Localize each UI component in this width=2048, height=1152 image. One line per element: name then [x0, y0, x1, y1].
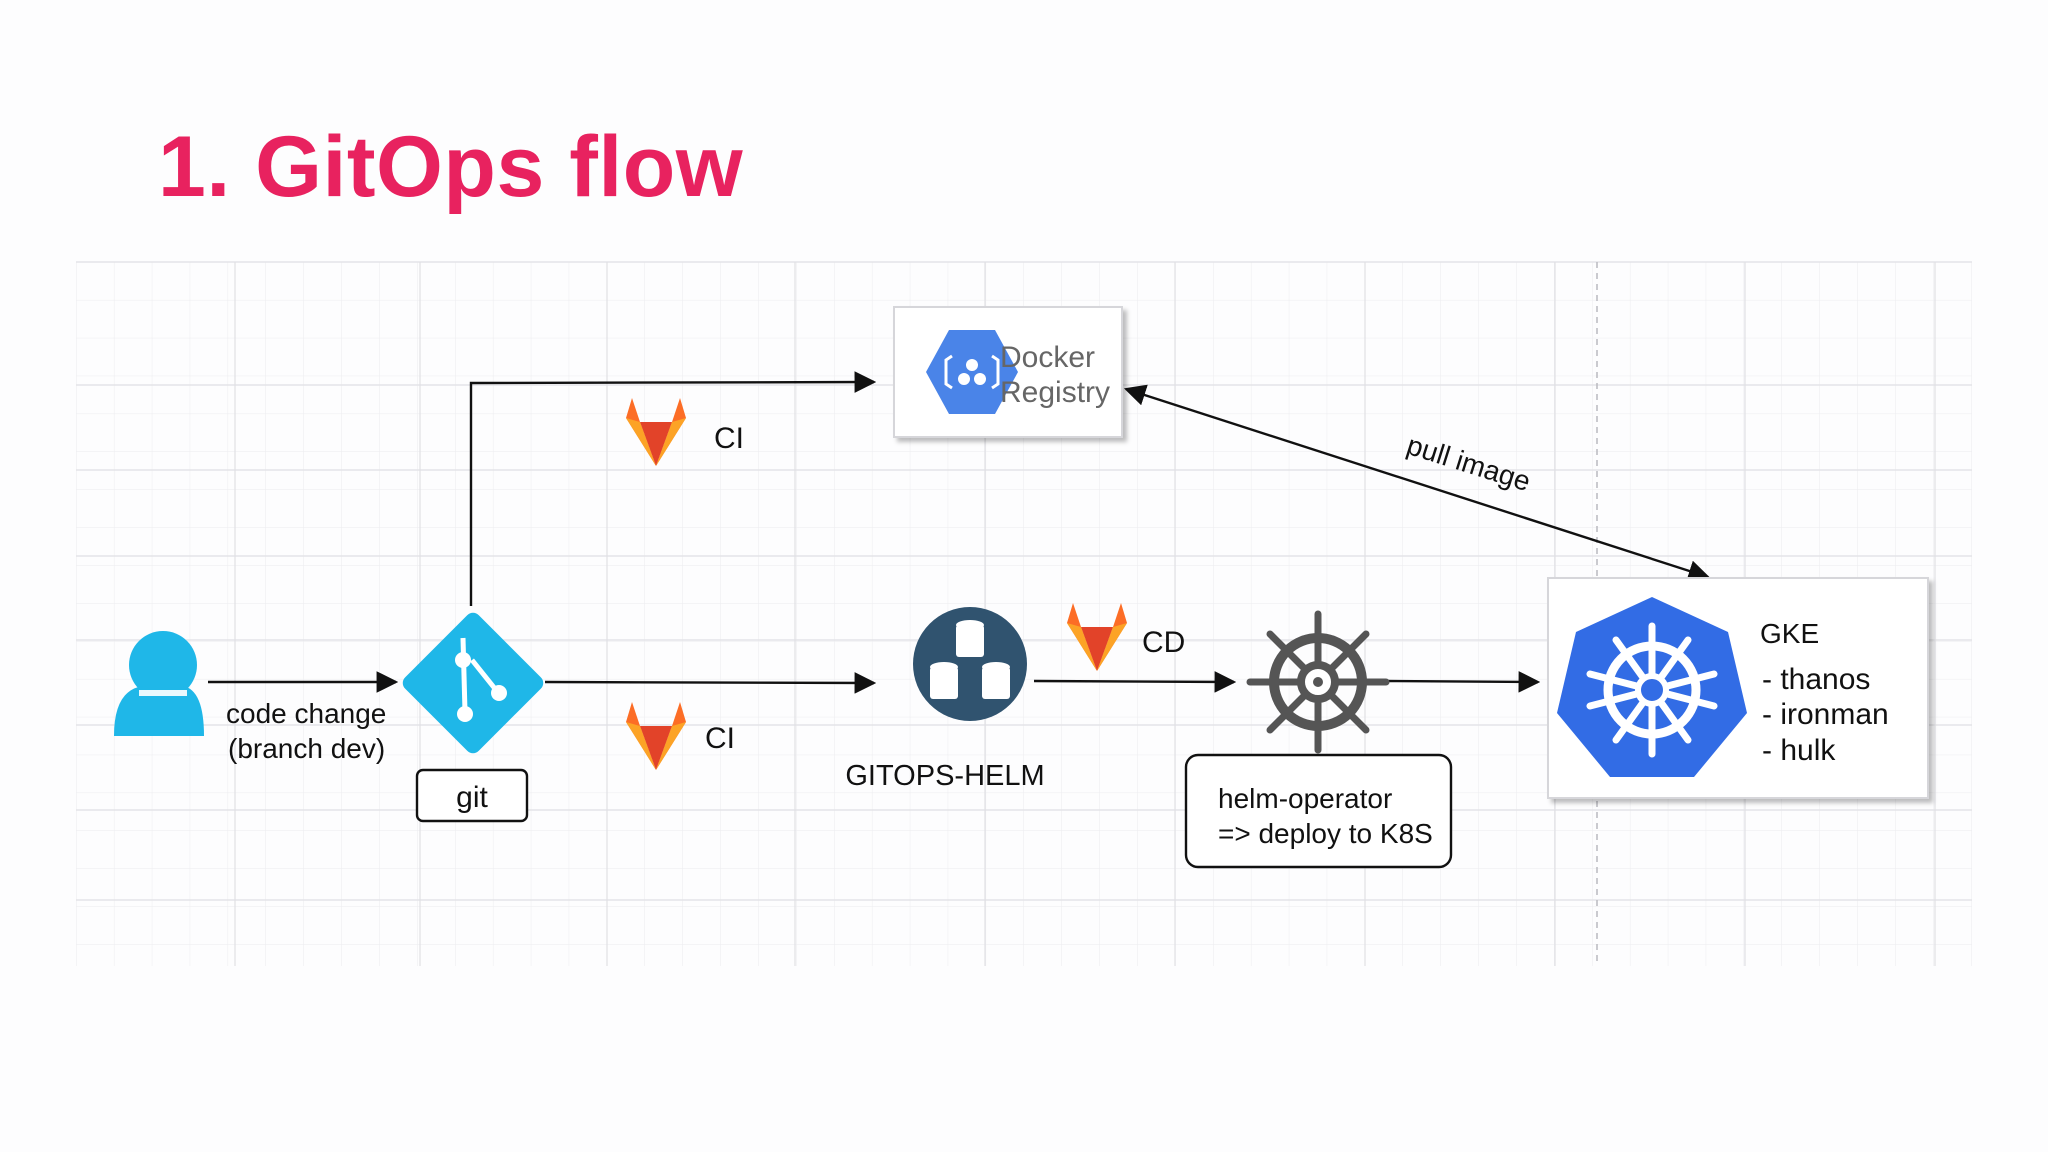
ci-top-label: CI [714, 422, 744, 455]
gke-item: - hulk [1762, 734, 1836, 767]
gke-item: - ironman [1762, 698, 1889, 731]
gke-title: GKE [1760, 618, 1819, 649]
helm-operator-box[interactable] [1184, 753, 1453, 869]
edge-cd-to-helm [1033, 671, 1237, 693]
code-change-label-1: code change [226, 698, 386, 729]
gitops-helm-label: GITOPS-HELM [845, 760, 1044, 792]
user-icon[interactable] [114, 631, 204, 736]
docker-registry-label-2: Registry [1000, 376, 1110, 409]
edge-helm-to-gke [1381, 671, 1541, 693]
database-cluster-icon[interactable] [913, 607, 1027, 721]
git-label: git [456, 781, 488, 814]
slide-title: 1. GitOps flow [158, 119, 744, 215]
git-icon[interactable] [399, 609, 546, 756]
helm-operator-label-2: => deploy to K8S [1218, 818, 1433, 849]
container-registry-icon [926, 330, 1018, 414]
ci-bottom-label: CI [705, 722, 735, 755]
kubernetes-icon [1557, 597, 1747, 777]
canvas-major-grid [76, 261, 1972, 966]
gitlab-icon [626, 702, 686, 770]
code-change-label-2: (branch dev) [228, 733, 385, 764]
helm-wheel-icon[interactable] [1246, 610, 1390, 754]
docker-registry-label-1: Docker [1000, 341, 1095, 374]
gitlab-icon [626, 398, 686, 466]
git-label-box [415, 768, 529, 823]
edge-ci-to-registry [469, 371, 877, 606]
helm-operator-label-1: helm-operator [1218, 783, 1392, 814]
gitlab-icon [1067, 603, 1127, 671]
edge-pull-image [1123, 384, 1711, 582]
cd-label: CD [1142, 626, 1185, 659]
edge-ci-to-gitops [544, 672, 877, 694]
gke-item: - thanos [1762, 663, 1870, 696]
